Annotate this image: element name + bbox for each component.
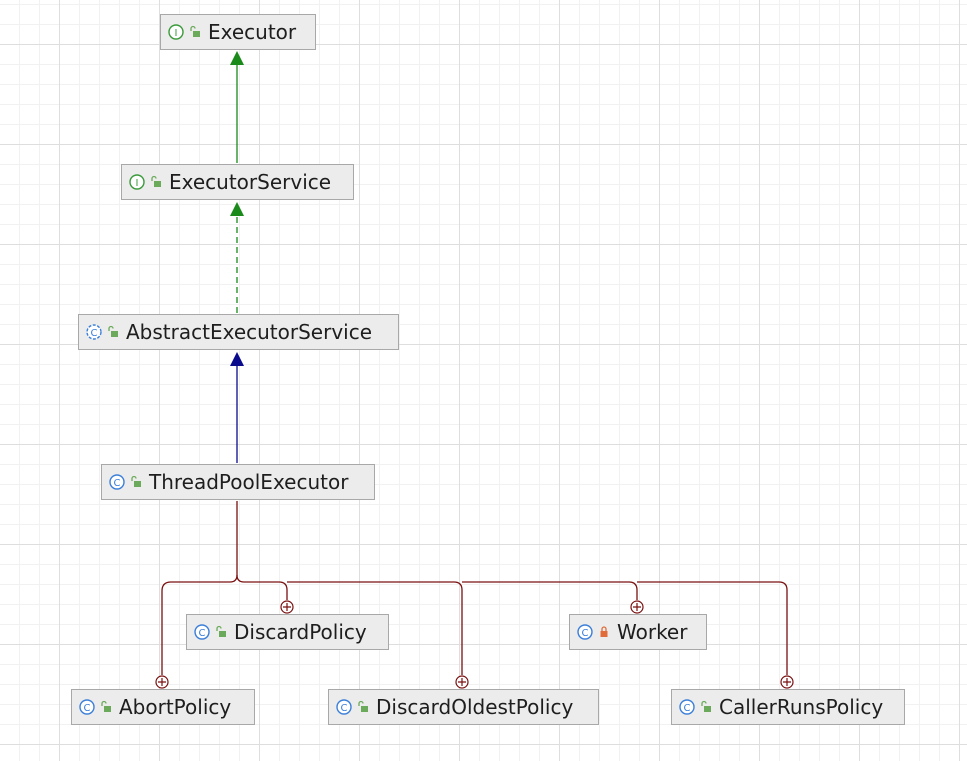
node-discard-oldest-policy[interactable]: C DiscardOldestPolicy [328, 689, 599, 725]
marker-abortpolicy [155, 675, 169, 689]
node-label: AbortPolicy [119, 695, 232, 719]
node-discard-policy[interactable]: C DiscardPolicy [186, 614, 389, 650]
edge-to-abortpolicy [161, 574, 238, 675]
svg-text:C: C [582, 628, 589, 639]
class-icon: C [679, 699, 695, 715]
inner-class-markers [155, 600, 794, 689]
public-visibility-icon [358, 700, 368, 712]
svg-text:C: C [684, 703, 691, 714]
public-visibility-icon [131, 475, 141, 487]
edge-executorservice-to-executor [230, 51, 244, 163]
public-visibility-icon [108, 325, 118, 337]
abstract-class-icon: C [86, 324, 102, 340]
edge-inner-classes [161, 501, 788, 675]
marker-discardoldestpolicy [455, 675, 469, 689]
node-abstract-executor-service[interactable]: C AbstractExecutorService [78, 314, 399, 350]
svg-text:I: I [136, 178, 139, 189]
svg-text:C: C [91, 328, 98, 339]
class-icon: C [109, 474, 125, 490]
marker-discardpolicy [280, 600, 294, 614]
class-icon: C [79, 699, 95, 715]
edge-to-worker [462, 581, 638, 600]
edge-to-discardpolicy [244, 581, 288, 600]
class-icon: C [577, 624, 593, 640]
node-executor-service[interactable]: I ExecutorService [121, 164, 354, 200]
public-visibility-icon [151, 175, 161, 187]
edge-abstractexecutorservice-to-executorservice [230, 202, 244, 313]
node-label: ThreadPoolExecutor [149, 470, 349, 494]
node-executor[interactable]: I Executor [160, 14, 316, 50]
node-label: DiscardOldestPolicy [376, 695, 574, 719]
node-label: DiscardPolicy [234, 620, 367, 644]
edge-inner-main [236, 501, 245, 583]
svg-text:C: C [199, 628, 206, 639]
private-visibility-icon [600, 626, 608, 637]
public-visibility-icon [701, 700, 711, 712]
node-worker[interactable]: C Worker [569, 614, 707, 650]
node-thread-pool-executor[interactable]: C ThreadPoolExecutor [101, 464, 375, 500]
interface-icon: I [168, 24, 184, 40]
marker-worker [630, 600, 644, 614]
svg-text:I: I [175, 28, 178, 39]
node-caller-runs-policy[interactable]: C CallerRunsPolicy [671, 689, 905, 725]
svg-text:C: C [341, 703, 348, 714]
node-label: Executor [208, 20, 297, 44]
public-visibility-icon [216, 625, 226, 637]
class-icon: C [336, 699, 352, 715]
node-label: AbstractExecutorService [126, 320, 373, 344]
marker-callerrunspolicy [780, 675, 794, 689]
public-visibility-icon [190, 25, 200, 37]
node-label: CallerRunsPolicy [719, 695, 884, 719]
edge-threadpoolexecutor-to-abstractexecutorservice [230, 352, 244, 463]
node-label: Worker [617, 620, 688, 644]
node-abort-policy[interactable]: C AbortPolicy [71, 689, 255, 725]
svg-text:C: C [114, 478, 121, 489]
interface-icon: I [129, 174, 145, 190]
edge-to-callerrunspolicy [637, 581, 788, 675]
svg-text:C: C [84, 703, 91, 714]
public-visibility-icon [101, 700, 111, 712]
edge-to-discardoldestpolicy [287, 581, 463, 675]
node-label: ExecutorService [169, 170, 332, 194]
class-icon: C [194, 624, 210, 640]
